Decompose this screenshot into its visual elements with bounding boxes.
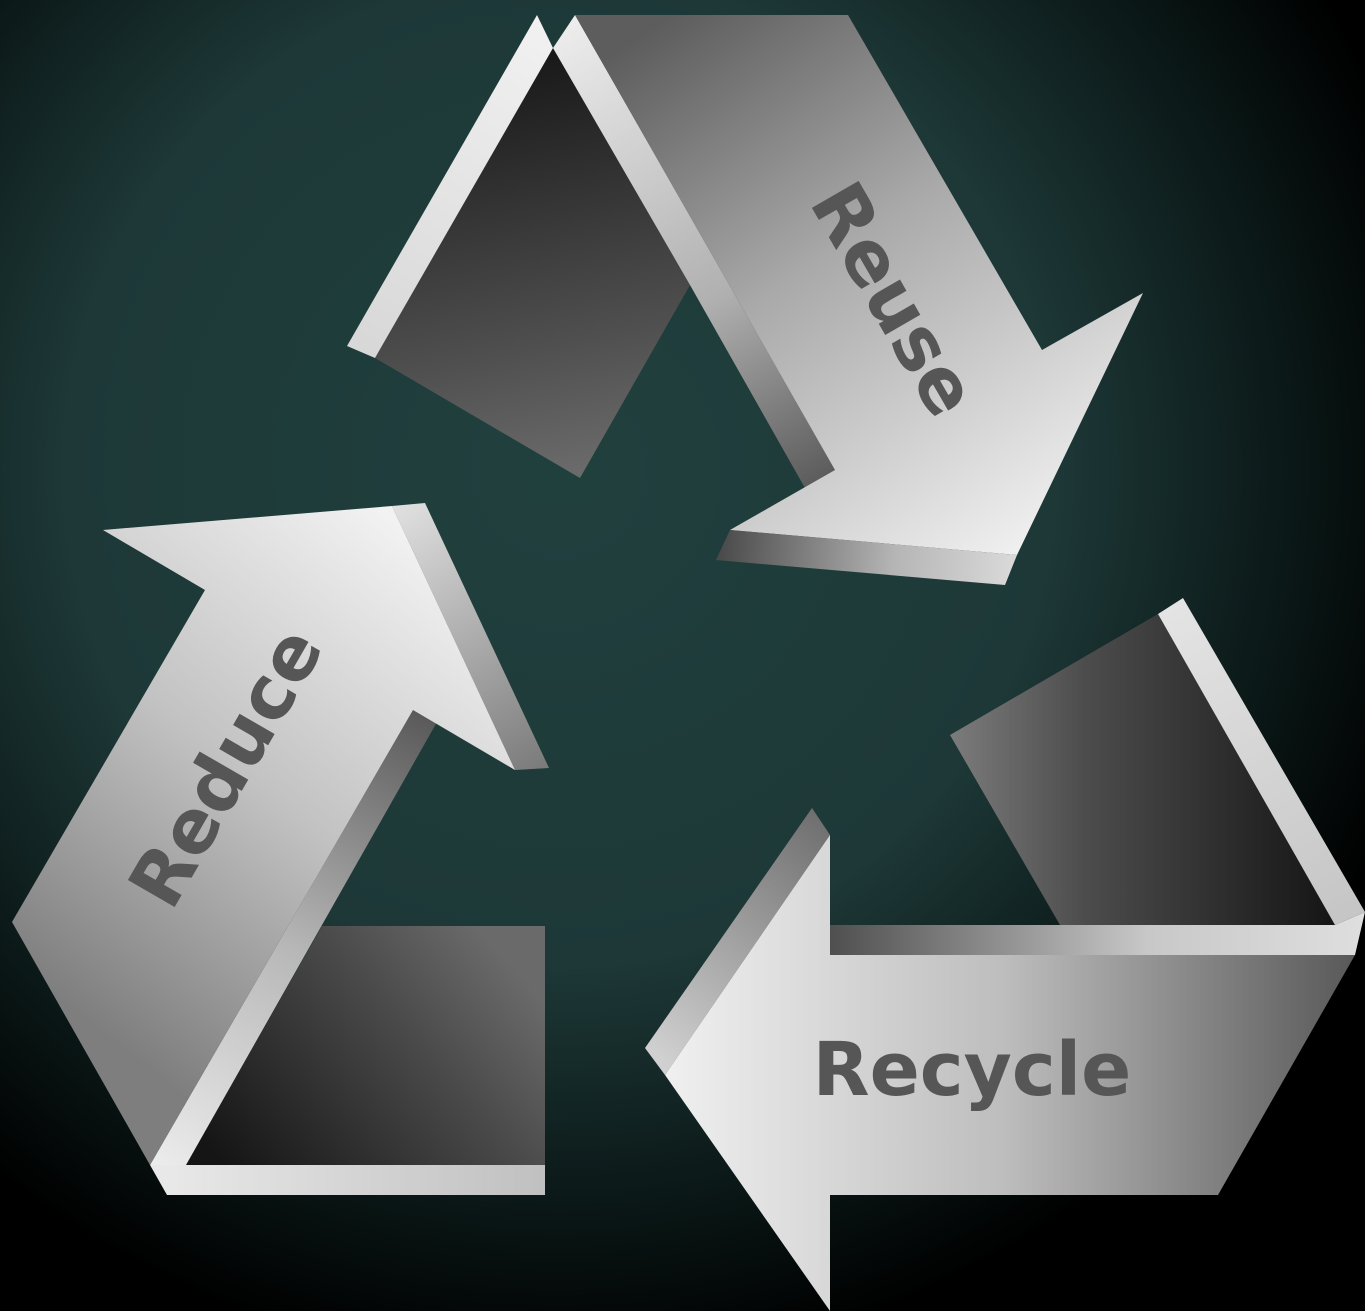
reduce-arrow-base-bevel: [150, 1165, 545, 1195]
recycle-label: Recycle: [813, 1027, 1132, 1113]
